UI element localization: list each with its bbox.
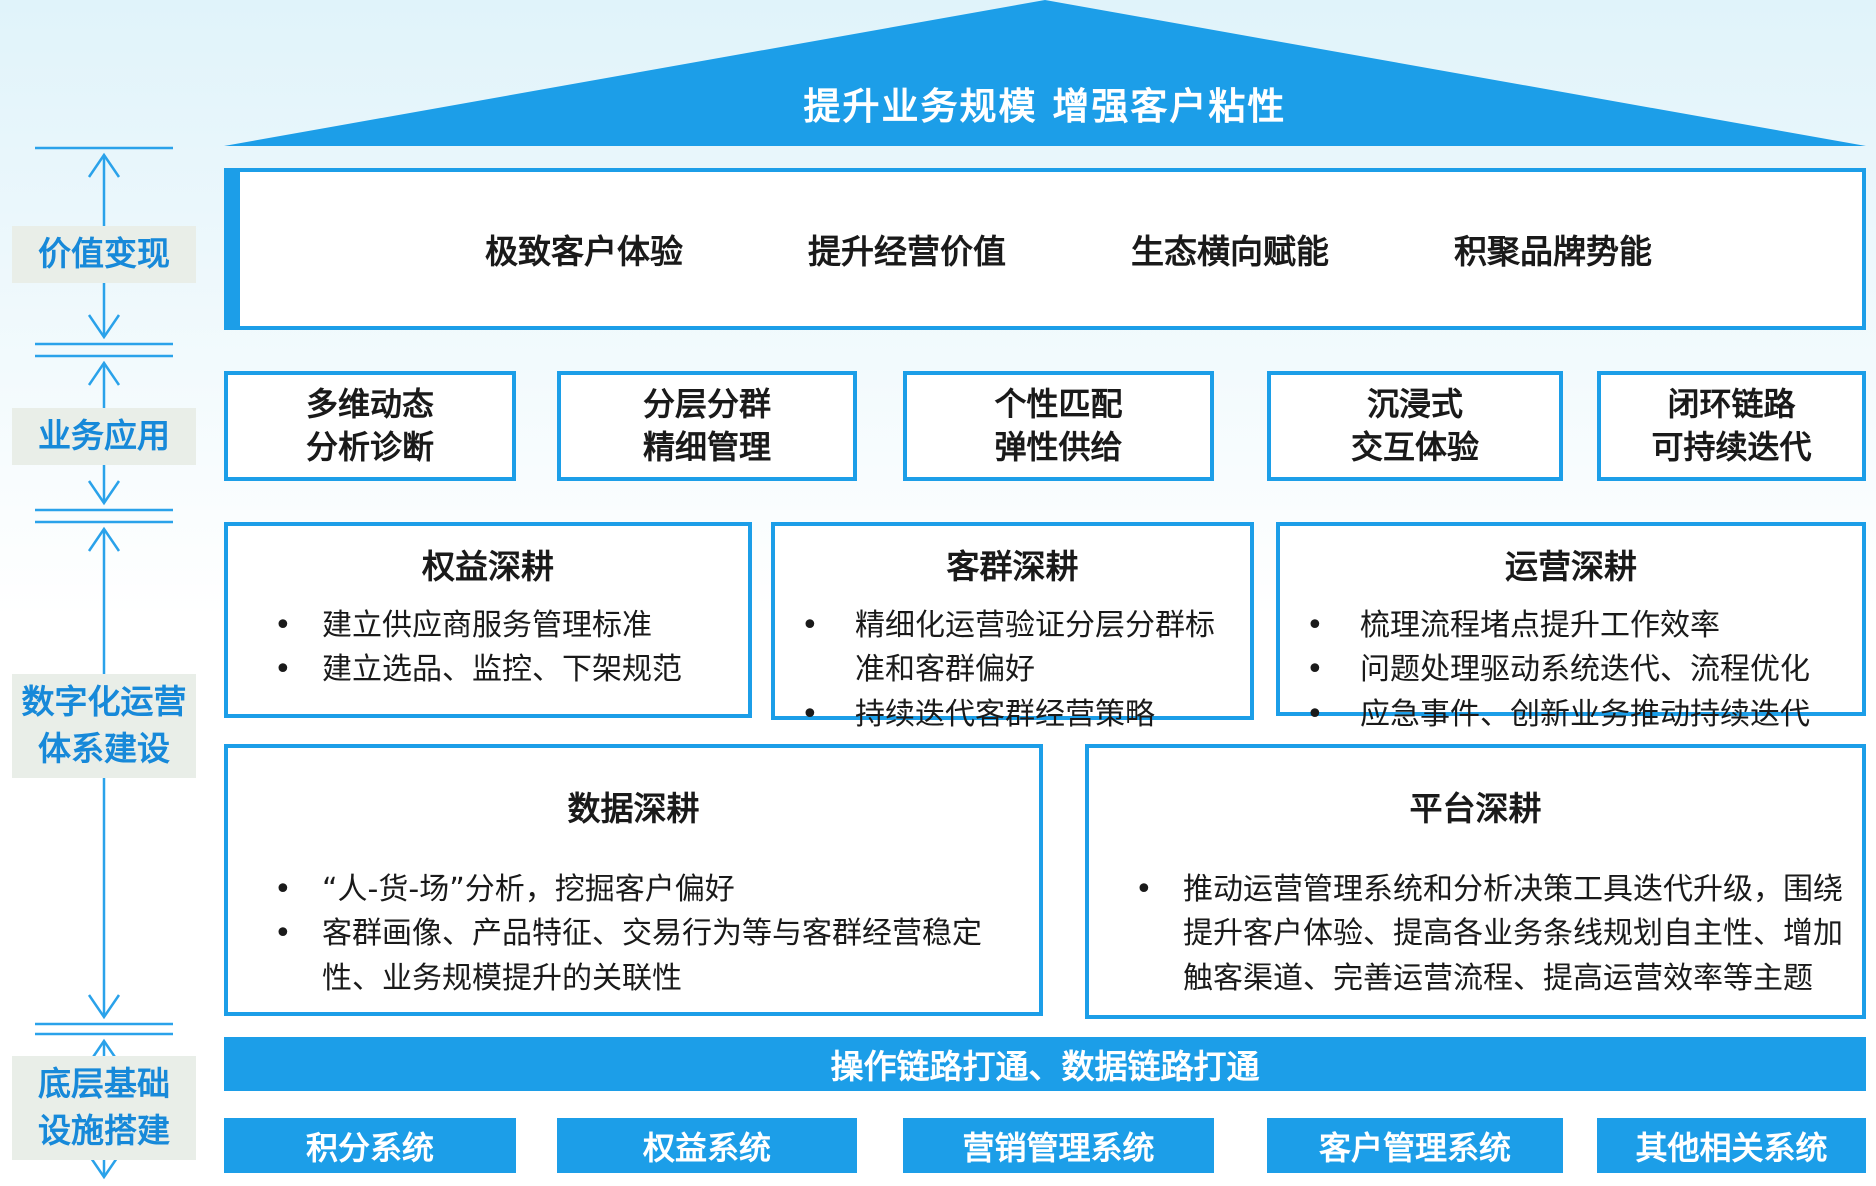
bullet-list: 精细化运营验证分层分群标准和客群偏好 持续迭代客群经营策略 (775, 604, 1250, 738)
app-box-personal-matching: 个性匹配 弹性供给 (903, 371, 1214, 481)
system-box-marketing: 营销管理系统 (903, 1118, 1214, 1173)
card-platform-deepening: 平台深耕 推动运营管理系统和分析决策工具迭代升级，围绕提升客户体验、提高各业务条… (1085, 744, 1866, 1019)
roof-banner: 提升业务规模 增强客户粘性 (224, 0, 1866, 146)
value-item-business-value: 提升经营价值 (808, 232, 1006, 271)
app-box-immersive-experience: 沉浸式 交互体验 (1267, 371, 1563, 481)
sidebar-label-foundation: 底层基础 设施搭建 (12, 1056, 196, 1160)
bullet-list: “人-货-场”分析，挖掘客户偏好 客群画像、产品特征、交易行为等与客群经营稳定性… (228, 868, 1039, 1001)
sidebar-label-application: 业务应用 (12, 408, 196, 465)
bullet-item: 客群画像、产品特征、交易行为等与客群经营稳定性、业务规模提升的关联性 (228, 912, 1039, 1001)
bullet-item: 问题处理驱动系统迭代、流程优化 (1280, 648, 1862, 693)
foundation-link-label: 操作链路打通、数据链路打通 (830, 1047, 1260, 1086)
card-title-data: 数据深耕 (567, 789, 700, 828)
value-item-ecosystem-enablement: 生态横向赋能 (1131, 232, 1329, 271)
card-operation-deepening: 运营深耕 梳理流程堵点提升工作效率 问题处理驱动系统迭代、流程优化 应急事件、创… (1276, 522, 1866, 738)
bullet-item: 精细化运营验证分层分群标准和客群偏好 (775, 604, 1250, 693)
bullet-item: 建立选品、监控、下架规范 (228, 648, 748, 693)
bullet-item: 持续迭代客群经营策略 (775, 693, 1250, 738)
app-box-closed-loop: 闭环链路 可持续迭代 (1597, 371, 1866, 481)
bullet-item: 应急事件、创新业务推动持续迭代 (1280, 693, 1862, 738)
card-rights-deepening: 权益深耕 建立供应商服务管理标准 建立选品、监控、下架规范 (224, 522, 752, 718)
value-layer-box: 极致客户体验 提升经营价值 生态横向赋能 积聚品牌势能 (224, 168, 1866, 330)
system-box-other: 其他相关系统 (1597, 1118, 1866, 1173)
sidebar-label-operation: 数字化运营 体系建设 (12, 674, 196, 778)
card-title-customer-group: 客群深耕 (946, 547, 1079, 586)
bullet-item: 梳理流程堵点提升工作效率 (1280, 604, 1862, 649)
bullet-list: 推动运营管理系统和分析决策工具迭代升级，围绕提升客户体验、提高各业务条线规划自主… (1089, 868, 1862, 1001)
app-box-segmentation: 分层分群 精细管理 (557, 371, 857, 481)
card-data-deepening: 数据深耕 “人-货-场”分析，挖掘客户偏好 客群画像、产品特征、交易行为等与客群… (224, 744, 1043, 1016)
sidebar-label-value: 价值变现 (12, 226, 196, 283)
system-box-rights: 权益系统 (557, 1118, 857, 1173)
foundation-link-bar: 操作链路打通、数据链路打通 (224, 1037, 1866, 1091)
card-customer-group-deepening: 客群深耕 精细化运营验证分层分群标准和客群偏好 持续迭代客群经营策略 (771, 522, 1254, 738)
bullet-list: 建立供应商服务管理标准 建立选品、监控、下架规范 (228, 604, 748, 693)
bullet-item: 推动运营管理系统和分析决策工具迭代升级，围绕提升客户体验、提高各业务条线规划自主… (1089, 868, 1862, 1001)
roof-title: 提升业务规模 增强客户粘性 (803, 85, 1287, 128)
card-title-platform: 平台深耕 (1409, 789, 1542, 828)
sidebar-arrow-application-icon (35, 354, 173, 512)
system-box-points: 积分系统 (224, 1118, 516, 1173)
bullet-item: “人-货-场”分析，挖掘客户偏好 (228, 868, 1039, 913)
bullet-item: 建立供应商服务管理标准 (228, 604, 748, 649)
value-item-customer-experience: 极致客户体验 (485, 232, 683, 271)
app-box-dynamic-analysis: 多维动态 分析诊断 (224, 371, 516, 481)
system-box-customer: 客户管理系统 (1267, 1118, 1563, 1173)
card-title-operation: 运营深耕 (1505, 547, 1637, 586)
bullet-list: 梳理流程堵点提升工作效率 问题处理驱动系统迭代、流程优化 应急事件、创新业务推动… (1280, 604, 1862, 738)
card-title-rights: 权益深耕 (422, 547, 554, 586)
value-item-brand-momentum: 积聚品牌势能 (1454, 232, 1652, 271)
